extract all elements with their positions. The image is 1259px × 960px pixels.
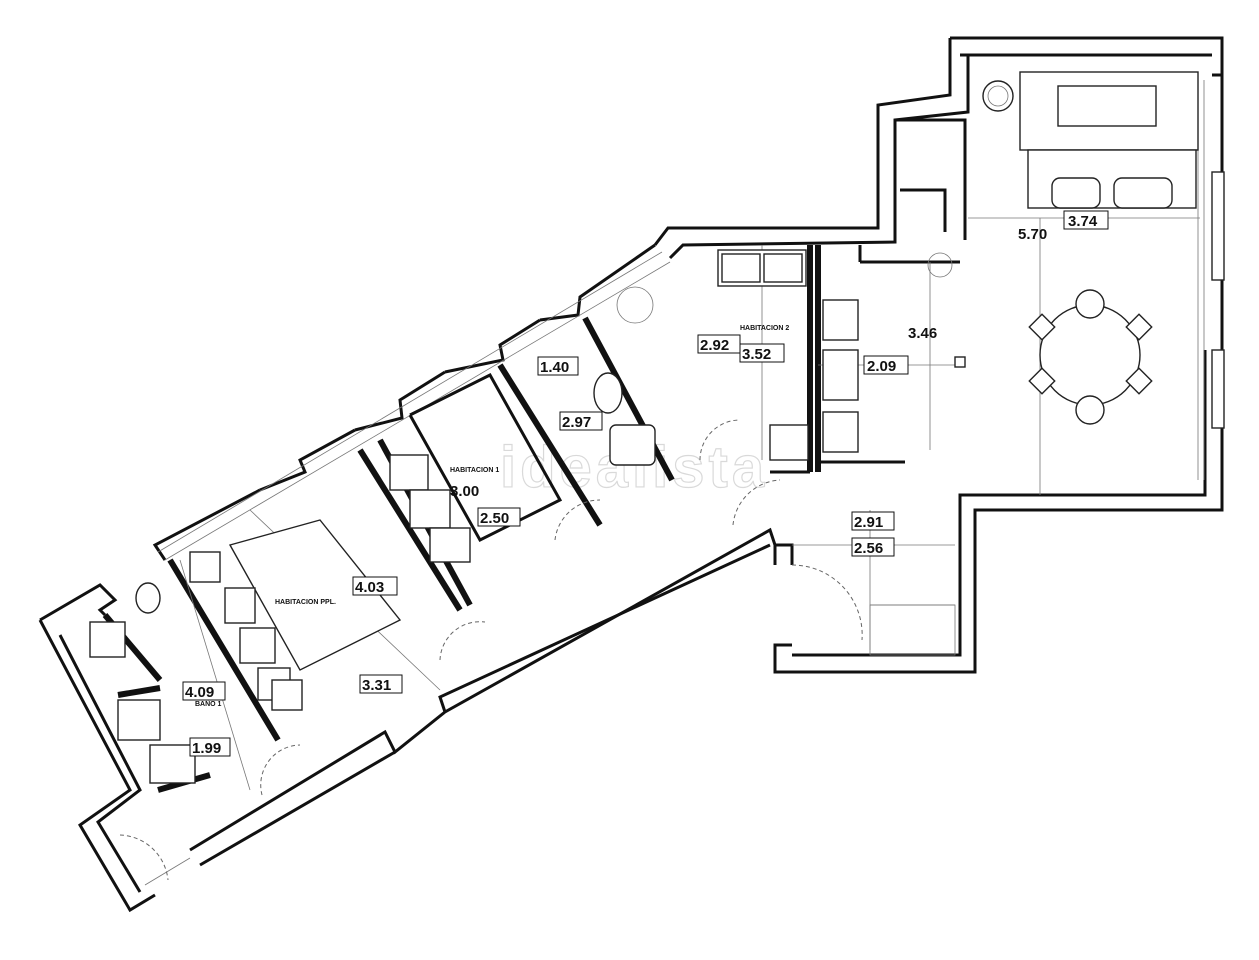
dimension-label: 2.56 xyxy=(854,540,883,557)
dimension-label: 3.46 xyxy=(908,325,937,342)
kitchen-furniture xyxy=(769,299,956,656)
dimension-label: 4.09 xyxy=(185,684,214,701)
armchair-icon xyxy=(1051,177,1101,209)
bedroom-2-furniture xyxy=(616,249,807,324)
toilet-icon xyxy=(135,582,161,614)
dimension-label: 4.03 xyxy=(355,579,384,596)
dimension-labels: 3.74 5.70 3.46 2.09 2.92 3.52 1.40 2.97 … xyxy=(182,210,1109,757)
dimension-label: 2.92 xyxy=(700,337,729,354)
dimension-label: 1.99 xyxy=(192,740,221,757)
dimension-label: 1.40 xyxy=(540,359,569,376)
tv-unit xyxy=(1019,71,1199,151)
chair-icon xyxy=(1075,395,1105,425)
sink-icon xyxy=(609,424,656,466)
dimension-label: 2.09 xyxy=(867,358,896,375)
window-right-2 xyxy=(1211,349,1225,429)
bedroom-1-furniture xyxy=(389,454,471,563)
dimension-label: 3.52 xyxy=(742,346,771,363)
room-labels: HABITACION 2 HABITACION 1 HABITACION PPL… xyxy=(195,325,789,708)
room-label-habitacion-ppal: HABITACION PPL. xyxy=(275,599,336,606)
dimension-label: 3.74 xyxy=(1068,213,1098,230)
toilet-icon xyxy=(593,372,623,414)
dimension-label: 3.00 xyxy=(450,483,479,500)
room-label-habitacion-1: HABITACION 1 xyxy=(450,467,499,474)
dimension-lines xyxy=(179,217,1200,791)
tv xyxy=(1057,85,1157,127)
master-bedroom-furniture xyxy=(189,519,402,711)
room-label-habitacion-2: HABITACION 2 xyxy=(740,325,789,332)
armchair-icon xyxy=(1113,177,1173,209)
plant-icon xyxy=(982,80,1014,112)
dining-table xyxy=(1039,304,1141,406)
interior-walls xyxy=(102,118,967,793)
bathroom-1-furniture xyxy=(89,582,196,784)
dimension-label: 2.97 xyxy=(562,414,591,431)
door-swings xyxy=(119,419,863,881)
double-bed xyxy=(228,519,402,671)
room-label-bano-1: BAÑO 1 xyxy=(195,699,222,708)
exterior-walls xyxy=(38,36,1225,913)
living-room-furniture xyxy=(927,71,1199,425)
dimension-label: 5.70 xyxy=(1018,226,1047,243)
shower xyxy=(89,621,126,658)
dimension-label: 3.31 xyxy=(362,677,391,694)
chair-icon xyxy=(1075,289,1105,319)
column xyxy=(954,356,966,368)
dimension-label: 2.91 xyxy=(854,514,883,531)
bathroom-2-furniture xyxy=(593,372,656,466)
window-right xyxy=(1211,171,1225,281)
dimension-label: 2.50 xyxy=(480,510,509,527)
